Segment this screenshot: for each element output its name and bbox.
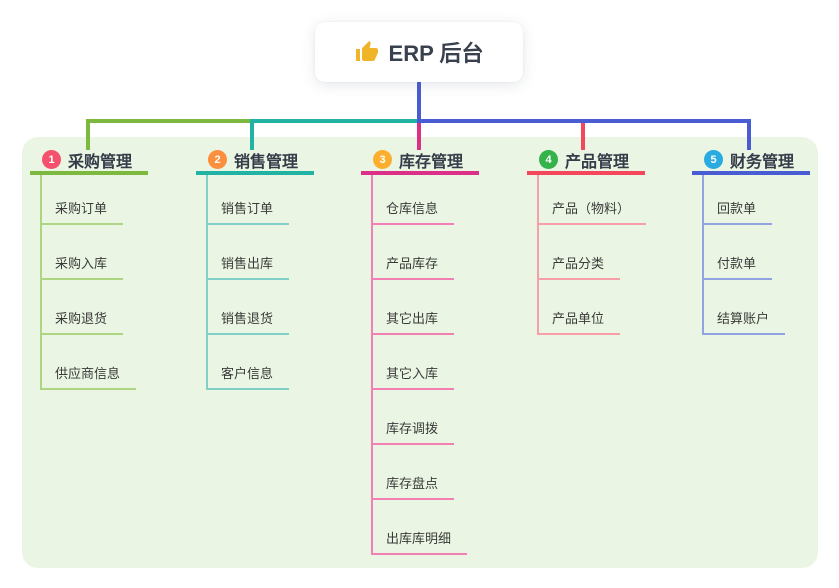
node-product-stock[interactable]: 产品库存 [373, 253, 455, 280]
badge-number-5: 5 [704, 150, 723, 169]
branch-finance: 5 财务管理 回款单 付款单 结算账户 [692, 148, 810, 335]
node-other-outbound[interactable]: 其它出库 [373, 308, 455, 335]
branch-inventory-children: 仓库信息 产品库存 其它出库 其它入库 库存调拨 库存盘点 出库库明细 [371, 175, 479, 555]
branch-product-children: 产品（物料） 产品分类 产品单位 [537, 175, 647, 335]
branch-purchase-children: 采购订单 采购入库 采购退货 供应商信息 [40, 175, 148, 390]
branch-inventory-label: 库存管理 [399, 153, 464, 171]
node-row: 其它入库 [373, 335, 479, 390]
node-row: 销售退货 [208, 280, 314, 335]
branch-purchase-title[interactable]: 1 采购管理 [30, 148, 148, 175]
root-node[interactable]: ERP 后台 [315, 22, 523, 82]
branch-product-label: 产品管理 [565, 153, 630, 171]
node-row: 销售出库 [208, 225, 314, 280]
branches-panel [22, 137, 818, 568]
connector-drop-inventory [417, 119, 421, 150]
branch-finance-label: 财务管理 [730, 153, 795, 171]
node-stock-detail[interactable]: 出库库明细 [373, 528, 468, 555]
node-sales-return[interactable]: 销售退货 [208, 308, 290, 335]
branch-purchase: 1 采购管理 采购订单 采购入库 采购退货 供应商信息 [30, 148, 148, 390]
node-payment-bill[interactable]: 付款单 [704, 253, 773, 280]
node-stock-transfer[interactable]: 库存调拨 [373, 418, 455, 445]
node-row: 产品库存 [373, 225, 479, 280]
node-row: 回款单 [704, 175, 810, 225]
branch-inventory-title[interactable]: 3 库存管理 [361, 148, 479, 175]
node-purchase-order[interactable]: 采购订单 [42, 198, 124, 225]
node-row: 产品分类 [539, 225, 645, 280]
thumbs-up-icon [355, 40, 379, 64]
node-stock-taking[interactable]: 库存盘点 [373, 473, 455, 500]
branch-sales-label: 销售管理 [234, 153, 299, 171]
branch-finance-children: 回款单 付款单 结算账户 [702, 175, 810, 335]
badge-number-3: 3 [373, 150, 392, 169]
node-customer-info[interactable]: 客户信息 [208, 363, 290, 390]
root-node-label: ERP 后台 [388, 41, 484, 66]
branch-purchase-label: 采购管理 [68, 153, 133, 171]
branch-inventory: 3 库存管理 仓库信息 产品库存 其它出库 其它入库 库存调拨 库存盘点 出库库… [361, 148, 479, 555]
node-row: 销售订单 [208, 175, 314, 225]
branch-product: 4 产品管理 产品（物料） 产品分类 产品单位 [527, 148, 647, 335]
node-row: 库存调拨 [373, 390, 479, 445]
node-row: 采购入库 [42, 225, 148, 280]
node-purchase-return[interactable]: 采购退货 [42, 308, 124, 335]
node-purchase-inbound[interactable]: 采购入库 [42, 253, 124, 280]
node-sales-outbound[interactable]: 销售出库 [208, 253, 290, 280]
connector-drop-product [581, 119, 585, 150]
node-sales-order[interactable]: 销售订单 [208, 198, 290, 225]
branch-sales-children: 销售订单 销售出库 销售退货 客户信息 [206, 175, 314, 390]
node-supplier-info[interactable]: 供应商信息 [42, 363, 137, 390]
branch-sales: 2 销售管理 销售订单 销售出库 销售退货 客户信息 [196, 148, 314, 390]
node-row: 供应商信息 [42, 335, 148, 390]
badge-number-2: 2 [208, 150, 227, 169]
node-row: 其它出库 [373, 280, 479, 335]
node-settlement-account[interactable]: 结算账户 [704, 308, 786, 335]
node-product-unit[interactable]: 产品单位 [539, 308, 621, 335]
connector-rail-purchase [86, 119, 254, 123]
badge-number-4: 4 [539, 150, 558, 169]
connector-drop-purchase [86, 119, 90, 150]
node-row: 采购订单 [42, 175, 148, 225]
connector-rail-sales [250, 119, 421, 123]
branch-product-title[interactable]: 4 产品管理 [527, 148, 645, 175]
node-other-inbound[interactable]: 其它入库 [373, 363, 455, 390]
node-row: 采购退货 [42, 280, 148, 335]
node-row: 仓库信息 [373, 175, 479, 225]
node-row: 付款单 [704, 225, 810, 280]
node-product-category[interactable]: 产品分类 [539, 253, 621, 280]
connector-drop-sales [250, 119, 254, 150]
node-row: 客户信息 [208, 335, 314, 390]
connector-drop-finance [747, 119, 751, 150]
node-row: 产品（物料） [539, 175, 647, 225]
connector-root-line [417, 82, 421, 123]
node-warehouse-info[interactable]: 仓库信息 [373, 198, 455, 225]
node-product-material[interactable]: 产品（物料） [539, 198, 647, 225]
badge-number-1: 1 [42, 150, 61, 169]
node-row: 库存盘点 [373, 445, 479, 500]
node-receipt-bill[interactable]: 回款单 [704, 198, 773, 225]
branch-finance-title[interactable]: 5 财务管理 [692, 148, 810, 175]
connector-rail-finance [417, 119, 751, 123]
node-row: 产品单位 [539, 280, 645, 335]
node-row: 结算账户 [704, 280, 810, 335]
branch-sales-title[interactable]: 2 销售管理 [196, 148, 314, 175]
node-row: 出库库明细 [373, 500, 479, 555]
